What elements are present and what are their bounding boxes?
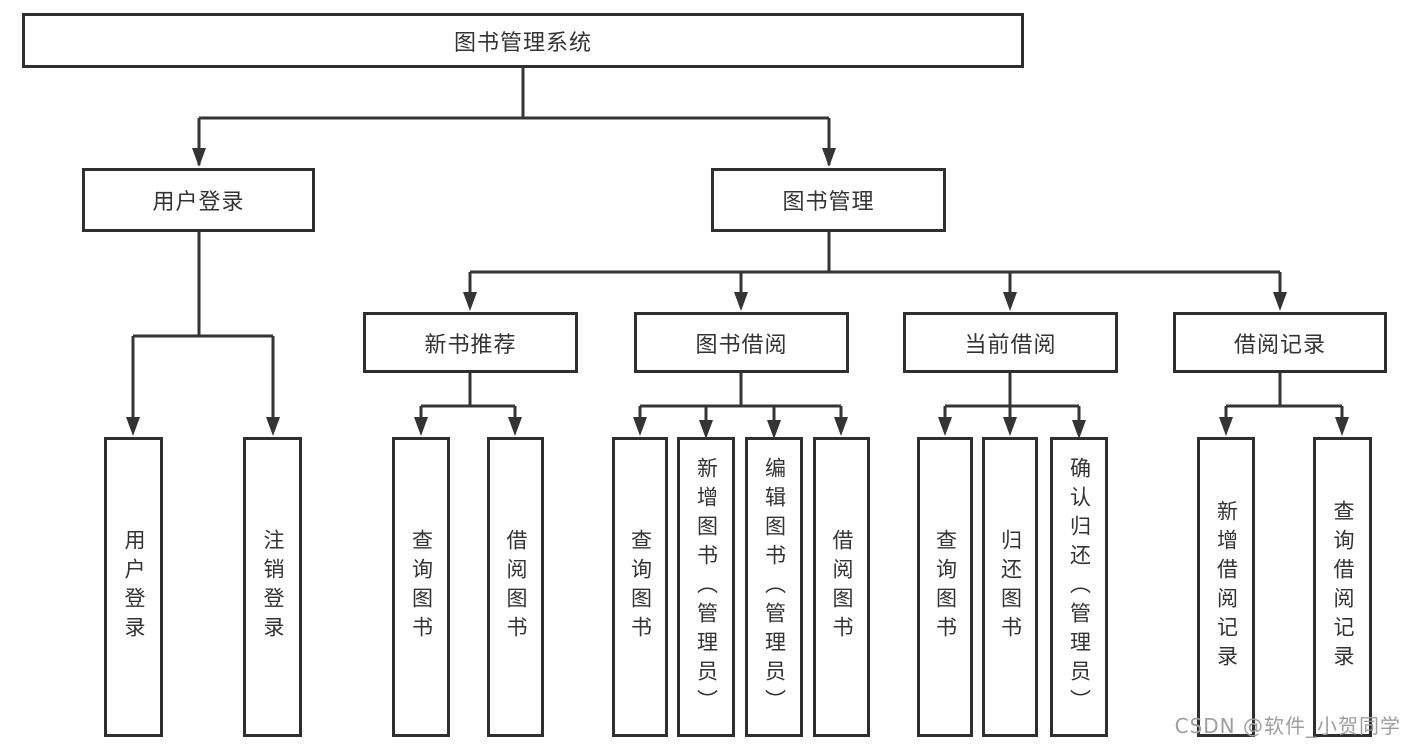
leaf-confirm-return-admin: 确认归还（管理员） bbox=[1050, 437, 1108, 737]
leaf-add-book-admin: 新增图书（管理员） bbox=[677, 437, 735, 737]
csdn-watermark: CSDN @软件_小贺同学 bbox=[1174, 714, 1401, 738]
leaf-query-books-recommend: 查询图书 bbox=[392, 437, 450, 737]
leaf-return-book: 归还图书 bbox=[982, 437, 1038, 737]
leaf-query-books-current: 查询图书 bbox=[917, 437, 973, 737]
leaf-add-borrow-record: 新增借阅记录 bbox=[1197, 437, 1255, 737]
leaf-borrow-books: 借阅图书 bbox=[813, 437, 870, 737]
node-new-book-recommend: 新书推荐 bbox=[363, 312, 578, 373]
arrowheads bbox=[126, 148, 1349, 439]
leaf-user-login: 用户登录 bbox=[104, 437, 163, 737]
leaf-logout-login: 注销登录 bbox=[243, 437, 302, 737]
node-book-borrow: 图书借阅 bbox=[634, 312, 849, 373]
leaf-borrow-books-recommend: 借阅图书 bbox=[487, 437, 544, 737]
leaf-query-books-borrow: 查询图书 bbox=[612, 437, 668, 737]
leaf-query-borrow-record: 查询借阅记录 bbox=[1313, 437, 1372, 737]
node-current-borrow: 当前借阅 bbox=[903, 312, 1118, 373]
node-library-management-system: 图书管理系统 bbox=[22, 13, 1024, 68]
node-book-management: 图书管理 bbox=[711, 168, 946, 232]
node-borrow-records: 借阅记录 bbox=[1173, 312, 1387, 373]
leaf-edit-book-admin: 编辑图书（管理员） bbox=[745, 437, 803, 737]
node-user-login: 用户登录 bbox=[82, 168, 315, 232]
